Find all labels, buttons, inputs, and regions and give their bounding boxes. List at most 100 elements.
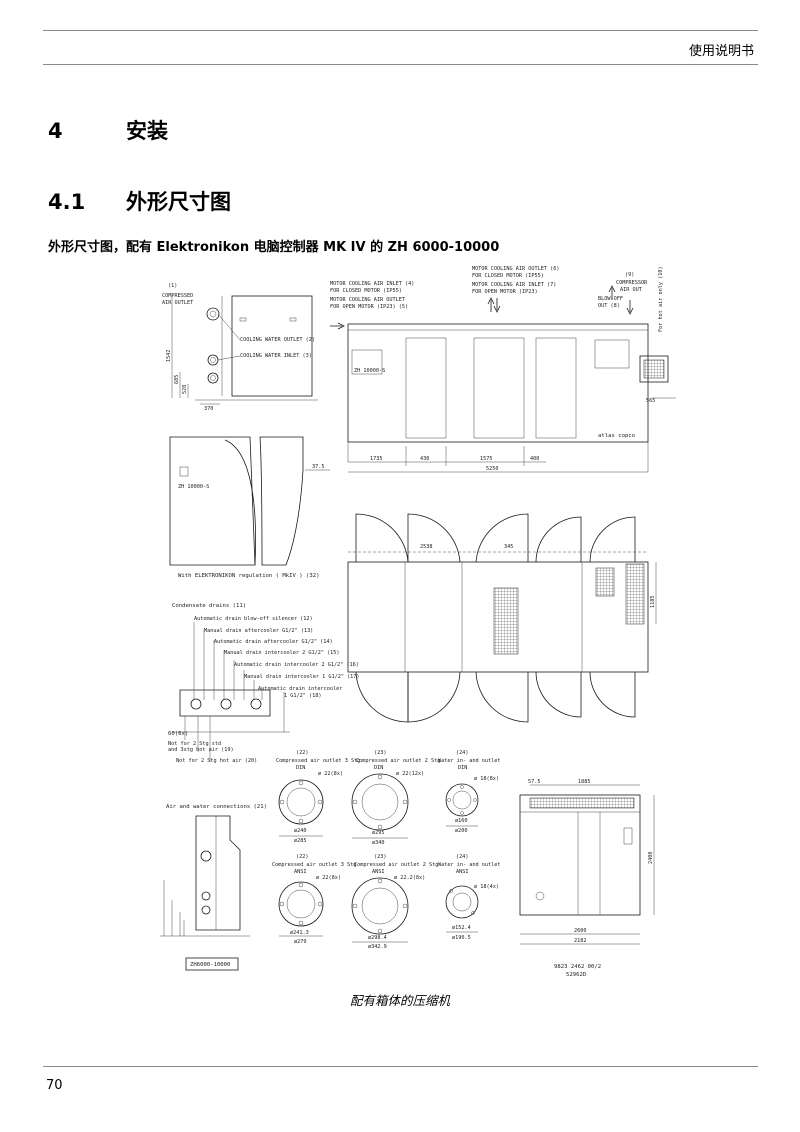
label-22-din2: DIN <box>296 765 305 771</box>
dim-f22-holes: ø 22(8x) <box>318 771 343 777</box>
label-18b: 1 G1/2" (18) <box>284 693 321 699</box>
dim-a23-holes: ø 22.2(8x) <box>394 875 425 881</box>
dim-1575: 1575 <box>480 456 493 462</box>
subsection-number: 4.1 <box>48 190 86 214</box>
figure-caption: 配有箱体的压缩机 <box>349 993 450 1008</box>
label-23-ansi-num: (23) <box>374 854 387 860</box>
dim-f22-d2: ø285 <box>294 838 307 844</box>
label-model-box: ZH6000-10000 <box>190 962 230 968</box>
label-23-ansi2: ANSI <box>372 869 385 875</box>
label-15: Manual drain intercooler 2 G1/2" (15) <box>224 650 340 656</box>
front-view <box>330 285 676 473</box>
dim-f24-holes: ø 18(8x) <box>474 776 499 782</box>
dim-f24-d1: ø160 <box>455 818 468 824</box>
label-4a: MOTOR COOLING AIR INLET (4) <box>330 281 414 287</box>
label-14: Automatic drain aftercooler G1/2" (14) <box>214 639 333 645</box>
label-9b: AIR OUT <box>620 287 642 293</box>
header-title: 使用说明书 <box>688 44 754 59</box>
label-22-num: (22) <box>296 750 309 756</box>
drawing-labels: (1) COMPRESSED AIR OUTLET COOLING WATER … <box>162 266 664 968</box>
label-1-num: (1) <box>168 283 177 289</box>
drawing-ref: 52962D <box>566 972 587 978</box>
dim-370: 370 <box>204 406 213 412</box>
label-panel-front: ZH 10000-S <box>354 368 385 374</box>
dim-f24-d2: ø200 <box>455 828 468 834</box>
label-8a: BLOW-OFF <box>598 296 623 302</box>
label-24-num: (24) <box>456 750 469 756</box>
label-17: Manual drain intercooler 1 G1/2" (17) <box>244 674 360 680</box>
connections-view <box>160 815 250 971</box>
label-11: Condensate drains (11) <box>172 603 246 609</box>
dim-685: 685 <box>174 375 180 384</box>
dim-345: 345 <box>504 544 513 550</box>
label-22-ansi-num: (22) <box>296 854 309 860</box>
dim-1542: 1542 <box>166 350 172 363</box>
dim-2182: 2182 <box>574 938 587 944</box>
dim-520: 520 <box>182 385 188 394</box>
footer-rule <box>43 1066 758 1067</box>
dim-5250: 5250 <box>486 466 499 472</box>
dim-f23-holes: ø 22(12x) <box>396 771 424 777</box>
section-title: 安装 <box>126 119 168 143</box>
panel-view <box>169 436 330 566</box>
label-3: COOLING WATER INLET (3) <box>240 353 312 359</box>
label-22-ansi: Compressed air outlet 3 Stg <box>272 862 356 868</box>
label-22-din: Compressed air outlet 3 Stg <box>276 758 360 764</box>
label-brand: atlas copco <box>598 433 635 439</box>
dim-a23-d2: ø342.9 <box>368 944 387 950</box>
label-23-ansi: Compressed air outlet 2 Stg <box>354 862 438 868</box>
label-24-din2: DIN <box>458 765 467 771</box>
label-10: For hot air only (10) <box>658 266 664 332</box>
label-23-din: Compressed air outlet 2 Stg <box>356 758 440 764</box>
dim-a23-d1: ø298.4 <box>368 935 387 941</box>
dim-1735: 1735 <box>370 456 383 462</box>
dim-2400: 2400 <box>648 852 654 865</box>
header-rule-top <box>43 30 758 31</box>
label-12: Automatic drain blow-off silencer (12) <box>194 616 313 622</box>
label-8b: OUT (8) <box>598 303 620 309</box>
label-7b: FOR OPEN MOTOR (IP23) <box>472 289 538 295</box>
side-view <box>171 295 318 405</box>
label-7a: MOTOR COOLING AIR INLET (7) <box>472 282 556 288</box>
label-22-ansi2: ANSI <box>294 869 307 875</box>
label-4b: FOR CLOSED MOTOR (IP55) <box>330 288 402 294</box>
drawing-dimensions: 1542 685 520 370 1735 430 1575 400 5250 … <box>166 350 656 979</box>
dim-400: 400 <box>530 456 539 462</box>
label-24-din: Water in- and outlet <box>438 758 500 764</box>
dim-a24-d1: ø152.4 <box>452 925 471 931</box>
section-number: 4 <box>48 119 63 143</box>
dim-2538: 2538 <box>420 544 433 550</box>
label-24-ansi2: ANSI <box>456 869 469 875</box>
dim-f23-d1: ø295 <box>372 830 385 836</box>
dim-1885: 1885 <box>578 779 591 785</box>
label-16: Automatic drain intercooler 2 G1/2" (16) <box>234 662 359 668</box>
flange-din-row <box>278 773 479 839</box>
dim-f22-d1: ø240 <box>294 828 307 834</box>
dim-a22-holes: ø 22(8x) <box>316 875 341 881</box>
label-gsix: 60(6x) <box>168 731 188 737</box>
dim-37-5: 37.5 <box>312 464 325 470</box>
label-19b: and 3stg hot air (19) <box>168 747 234 753</box>
dim-a22-d2: ø279 <box>294 939 307 945</box>
dim-a24-d2: ø190.5 <box>452 935 471 941</box>
label-20: Not for 2 Stg hot air (20) <box>176 758 257 764</box>
label-24-ansi: Water in- and outlet <box>438 862 500 868</box>
label-18a: Automatic drain intercooler <box>258 686 342 692</box>
dim-a22-d1: ø241.3 <box>290 930 309 936</box>
dim-a24-holes: ø 18(4x) <box>474 884 499 890</box>
label-9a: COMPRESSOR <box>616 280 648 286</box>
label-panel: ZH 10000-S <box>178 484 209 490</box>
dim-2600: 2600 <box>574 928 587 934</box>
label-1-a: COMPRESSED <box>162 293 193 299</box>
label-5a: MOTOR COOLING AIR OUTLET <box>330 297 405 303</box>
label-5b: FOR OPEN MOTOR (IP23) (5) <box>330 304 408 310</box>
subsection-title: 外形尺寸图 <box>126 190 231 214</box>
flange-ansi-row <box>278 877 479 943</box>
section-heading: 4 安装 <box>48 115 168 145</box>
label-2: COOLING WATER OUTLET (2) <box>240 337 315 343</box>
label-23-num: (23) <box>374 750 387 756</box>
base-frame-view <box>519 784 655 945</box>
label-6a: MOTOR COOLING AIR OUTLET (6) <box>472 266 559 272</box>
label-19a: Not for 2 Stg std <box>168 741 221 747</box>
